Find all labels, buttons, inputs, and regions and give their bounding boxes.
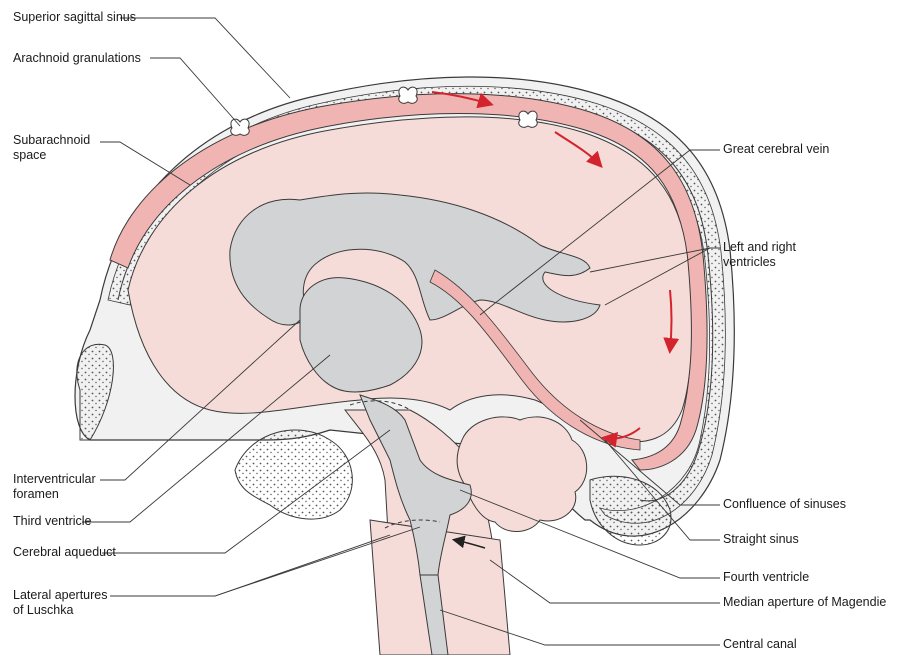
label-interventricular-foramen-2: foramen — [13, 487, 59, 502]
label-ventricles-1: Left and right — [723, 240, 796, 255]
label-third-ventricle: Third ventricle — [13, 514, 92, 529]
label-interventricular-foramen-1: Interventricular — [13, 472, 96, 487]
label-superior-sagittal-sinus: Superior sagittal sinus — [13, 10, 136, 25]
label-arachnoid-granulations: Arachnoid granulations — [13, 51, 141, 66]
label-lateral-apertures-1: Lateral apertures — [13, 588, 108, 603]
label-lateral-apertures-2: of Luschka — [13, 603, 73, 618]
label-median-aperture: Median aperture of Magendie — [723, 595, 886, 610]
petrous-bone — [235, 430, 352, 519]
label-great-cerebral-vein: Great cerebral vein — [723, 142, 829, 157]
label-ventricles-2: ventricles — [723, 255, 776, 270]
label-cerebral-aqueduct: Cerebral aqueduct — [13, 545, 116, 560]
label-subarachnoid-2: space — [13, 148, 46, 163]
label-central-canal: Central canal — [723, 637, 797, 652]
label-subarachnoid-1: Subarachnoid — [13, 133, 90, 148]
label-straight-sinus: Straight sinus — [723, 532, 799, 547]
label-fourth-ventricle: Fourth ventricle — [723, 570, 809, 585]
label-confluence-of-sinuses: Confluence of sinuses — [723, 497, 846, 512]
